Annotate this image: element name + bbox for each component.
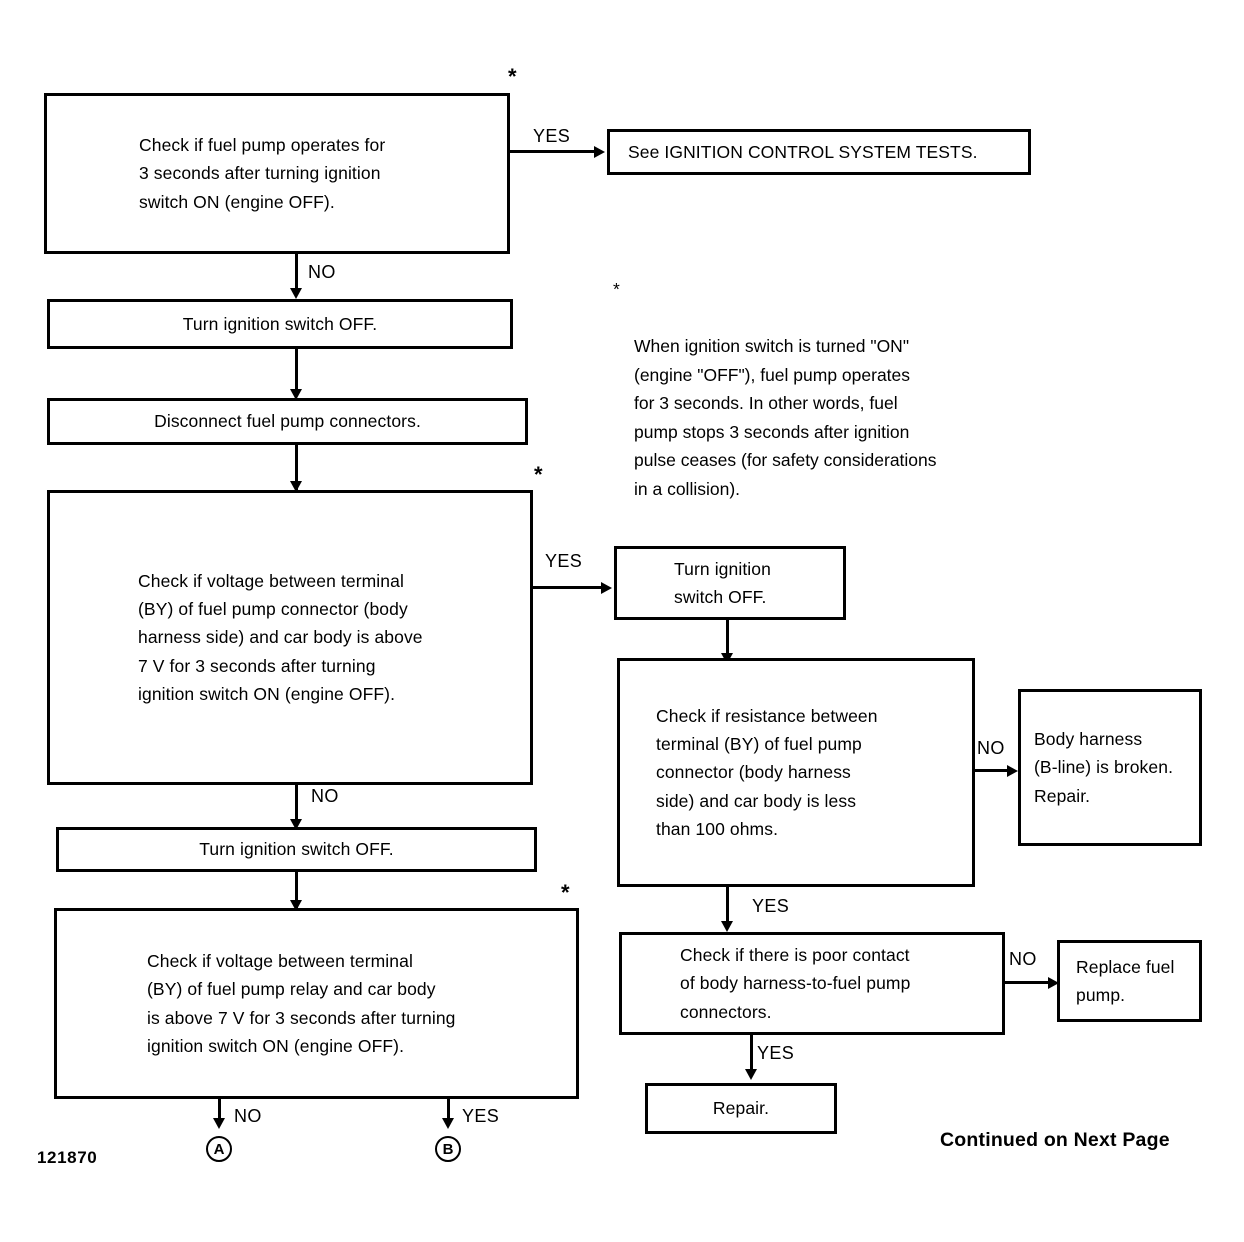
- edge-line-yes-1: [510, 150, 598, 153]
- box-turn-ignition-switch-off-3: Turn ignition switch OFF.: [614, 546, 846, 620]
- box-turn-ignition-switch-off-2-text: Turn ignition switch OFF.: [199, 839, 394, 860]
- edge-label-no-2: NO: [311, 786, 339, 806]
- edge-line-yes-contact: [750, 1035, 753, 1075]
- box-body-harness-broken: Body harness (B-line) is broken. Repair.: [1018, 689, 1202, 846]
- box-see-ignition-control-system-tests-text: See IGNITION CONTROL SYSTEM TESTS.: [628, 141, 978, 162]
- box-check-voltage-relay: Check if voltage between terminal (BY) o…: [54, 908, 579, 1099]
- edge-arrow-yes-resistance: [721, 921, 733, 932]
- edge-line-no-relay: [218, 1099, 221, 1123]
- box-replace-fuel-pump-text: Replace fuel pump.: [1076, 956, 1175, 1005]
- edge-arrow-to-check-voltage-connector: [290, 481, 302, 492]
- box-check-fuel-pump-operates: Check if fuel pump operates for 3 second…: [44, 93, 510, 254]
- box-replace-fuel-pump: Replace fuel pump.: [1057, 940, 1202, 1022]
- edge-line-to-disconnect: [295, 349, 298, 393]
- box-turn-ignition-switch-off-1-text: Turn ignition switch OFF.: [182, 313, 378, 334]
- edge-arrow-no-resistance: [1007, 765, 1018, 777]
- box-turn-ignition-switch-off-1: Turn ignition switch OFF.: [47, 299, 513, 349]
- edge-line-yes-2: [533, 586, 605, 589]
- box-check-resistance-text: Check if resistance between terminal (BY…: [656, 705, 878, 840]
- edge-line-no-resistance: [975, 769, 1012, 772]
- edge-label-no-1: NO: [308, 262, 336, 282]
- edge-arrow-to-check-voltage-relay: [290, 900, 302, 911]
- edge-arrow-no-2: [290, 819, 302, 830]
- edge-line-to-check-voltage-relay: [295, 872, 298, 908]
- asterisk-marker-box-check-voltage-relay: *: [561, 880, 570, 905]
- edge-label-no-relay: NO: [234, 1106, 262, 1126]
- edge-arrow-yes-1: [594, 146, 605, 158]
- connector-circle-a: A: [206, 1136, 232, 1162]
- edge-line-to-check-resistance: [726, 620, 729, 660]
- edge-line-no-2: [295, 785, 298, 825]
- box-disconnect-fuel-pump-connectors-text: Disconnect fuel pump connectors.: [154, 411, 421, 432]
- box-check-voltage-connector-text: Check if voltage between terminal (BY) o…: [138, 570, 423, 705]
- footnote: * When ignition switch is turned "ON" (e…: [613, 275, 1013, 532]
- edge-label-yes-contact: YES: [757, 1043, 795, 1063]
- box-repair-text: Repair.: [712, 1098, 770, 1119]
- edge-arrow-yes-2: [601, 582, 612, 594]
- box-check-voltage-relay-text: Check if voltage between terminal (BY) o…: [147, 950, 456, 1056]
- box-turn-ignition-switch-off-3-text: Turn ignition switch OFF.: [674, 558, 771, 607]
- edge-arrow-yes-relay: [442, 1118, 454, 1129]
- edge-line-no-1: [295, 254, 298, 294]
- edge-label-yes-2: YES: [545, 551, 583, 571]
- asterisk-marker-box1: *: [508, 64, 517, 89]
- edge-arrow-yes-contact: [745, 1069, 757, 1080]
- connector-circle-b: B: [435, 1136, 461, 1162]
- box-check-poor-contact-text: Check if there is poor contact of body h…: [680, 944, 911, 1022]
- edge-arrow-to-disconnect: [290, 389, 302, 400]
- box-see-ignition-control-system-tests: See IGNITION CONTROL SYSTEM TESTS.: [607, 129, 1031, 175]
- edge-label-no-contact: NO: [1009, 949, 1037, 969]
- edge-line-to-check-voltage-connector: [295, 445, 298, 490]
- edge-arrow-no-relay: [213, 1118, 225, 1129]
- box-check-voltage-connector: Check if voltage between terminal (BY) o…: [47, 490, 533, 785]
- box-turn-ignition-switch-off-2: Turn ignition switch OFF.: [56, 827, 537, 872]
- box-check-poor-contact: Check if there is poor contact of body h…: [619, 932, 1005, 1035]
- edge-line-no-contact: [1005, 981, 1055, 984]
- edge-arrow-no-1: [290, 288, 302, 299]
- edge-label-yes-1: YES: [533, 126, 571, 146]
- footnote-text: When ignition switch is turned "ON" (eng…: [634, 336, 937, 499]
- asterisk-marker-box-check-voltage-connector: *: [534, 462, 543, 487]
- footnote-marker: *: [613, 279, 620, 299]
- box-check-fuel-pump-operates-text: Check if fuel pump operates for 3 second…: [139, 134, 386, 212]
- box-disconnect-fuel-pump-connectors: Disconnect fuel pump connectors.: [47, 398, 528, 445]
- box-repair: Repair.: [645, 1083, 837, 1134]
- edge-line-yes-relay: [447, 1099, 450, 1123]
- box-body-harness-broken-text: Body harness (B-line) is broken. Repair.: [1034, 728, 1174, 806]
- edge-label-yes-relay: YES: [462, 1106, 500, 1126]
- box-check-resistance: Check if resistance between terminal (BY…: [617, 658, 975, 887]
- edge-label-no-resistance: NO: [977, 738, 1005, 758]
- edge-arrow-no-contact: [1048, 977, 1059, 989]
- figure-number: 121870: [37, 1148, 98, 1167]
- edge-line-yes-resistance: [726, 887, 729, 927]
- edge-label-yes-resistance: YES: [752, 896, 790, 916]
- continued-on-next-page: Continued on Next Page: [940, 1129, 1170, 1151]
